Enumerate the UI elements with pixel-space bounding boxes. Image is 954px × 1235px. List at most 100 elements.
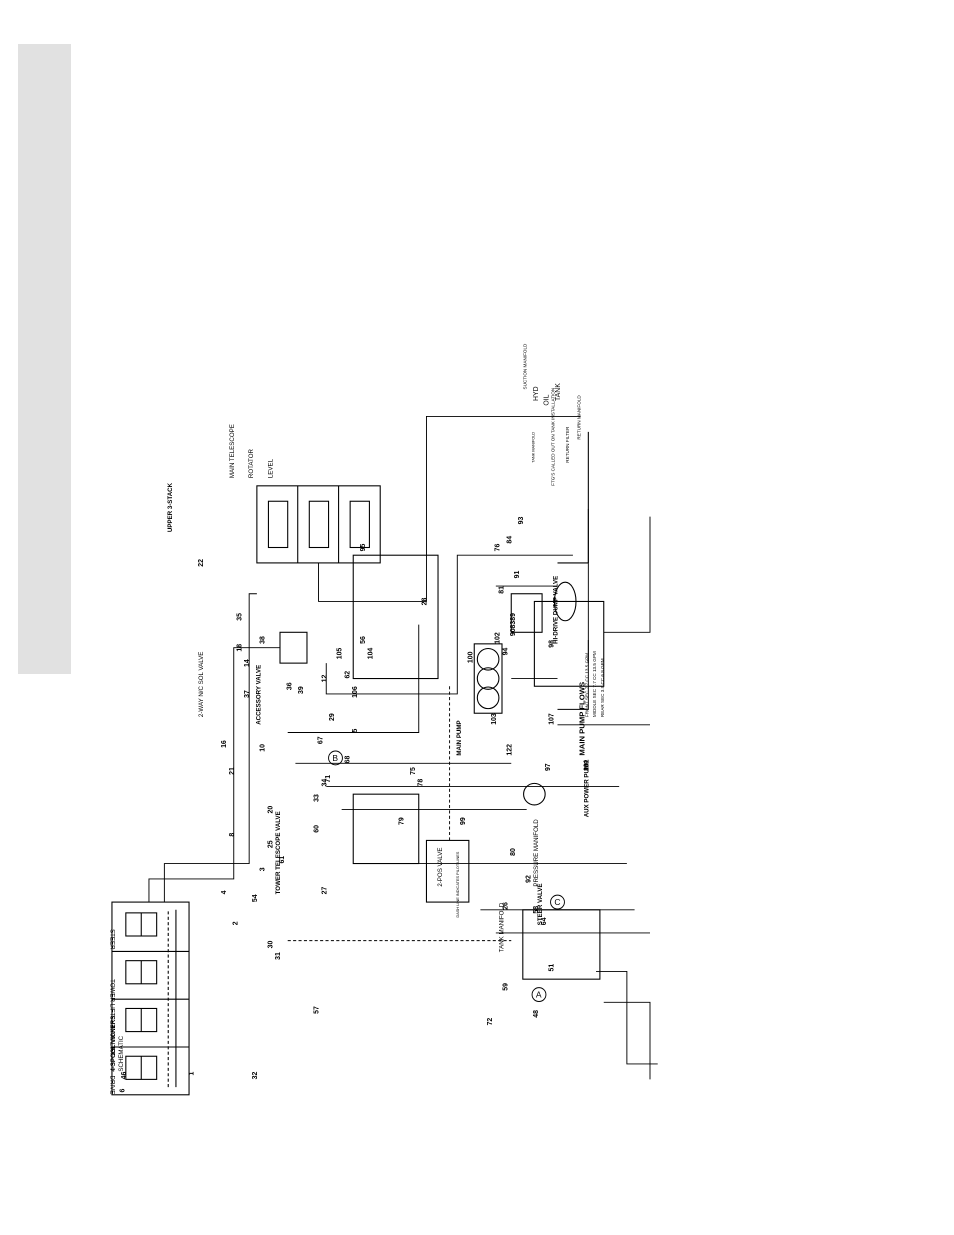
hydraulic-schematic: 4-SPOOL VICKERS SCHEMATIC DRIVE MAIN LIF…: [108, 343, 658, 1096]
two-way-valve-box: [279, 631, 308, 664]
label-main-pump-flows: MAIN PUMP FLOWS: [577, 682, 586, 756]
label-aux-power-pump: AUX POWER PUMP: [583, 760, 590, 817]
label-pressure-manifold: PRESSURE MANIFOLD: [533, 819, 540, 887]
accessory-valve-box: [352, 554, 439, 680]
line-number-100: 100: [468, 651, 475, 663]
label-flow-middle: MIDDLE SEC 7.7 CC 13.5 GPM: [592, 651, 597, 717]
line-number-18: 18: [236, 644, 243, 652]
aux-power-pump: [523, 782, 546, 806]
label-suction-manifold: SUCTION MANIFOLD: [523, 343, 528, 390]
label-circle-a: A: [536, 990, 542, 1000]
line-number-76: 76: [495, 544, 502, 552]
line-number-122: 122: [506, 744, 513, 756]
line-number-81: 81: [499, 586, 506, 594]
line-number-5: 5: [352, 729, 359, 733]
line-number-46: 46: [121, 1072, 128, 1080]
label-main-telescope: MAIN TELESCOPE: [229, 424, 236, 478]
line-number-28: 28: [421, 597, 428, 605]
rotated-drawing-frame: [111, 415, 658, 1096]
line-number-92: 92: [526, 875, 533, 883]
line-number-72: 72: [487, 1018, 494, 1026]
line-number-91: 91: [514, 570, 521, 578]
line-number-36: 36: [287, 682, 294, 690]
line-number-10: 10: [260, 744, 267, 752]
line-number-39: 39: [298, 686, 305, 694]
line-number-31: 31: [275, 952, 282, 960]
main-pump-group: [473, 643, 503, 714]
label-dash-line-note: DASH LINE INDICATES PILOT LINES: [456, 851, 460, 917]
upper-3-stack-valve: [256, 485, 381, 564]
line-number-8: 8: [229, 833, 236, 837]
label-section-main-lift: MAIN LIFT: [108, 1025, 115, 1055]
line-number-3: 3: [260, 867, 267, 871]
line-number-37: 37: [244, 690, 251, 698]
line-number-60: 60: [314, 825, 321, 833]
line-number-97: 97: [545, 763, 552, 771]
line-number-106: 106: [352, 686, 359, 698]
line-number-62: 62: [344, 671, 351, 679]
label-oil: OIL: [543, 394, 550, 405]
label-level: LEVEL: [267, 458, 274, 478]
line-number-54: 54: [252, 894, 259, 902]
line-number-83: 83: [510, 621, 517, 629]
label-two-way-valve: 2-WAY N/C SOL VALVE: [198, 652, 205, 717]
label-upper-3-stack: UPPER 3-STACK: [167, 482, 174, 532]
line-number-30: 30: [267, 940, 274, 948]
label-section-drive: DRIVE: [108, 1076, 115, 1095]
label-hyd: HYD: [533, 386, 540, 401]
label-section-tower-lift: TOWER LIFT: [108, 979, 115, 1016]
line-number-68: 68: [344, 755, 351, 763]
label-tank: TANK: [555, 383, 562, 401]
line-number-90: 90: [510, 628, 517, 636]
line-number-67: 67: [317, 736, 324, 744]
line-number-79: 79: [398, 817, 405, 825]
line-number-6: 6: [119, 1088, 126, 1092]
line-number-35: 35: [236, 613, 243, 621]
line-number-57: 57: [314, 1006, 321, 1014]
label-fitting-note: FTG'S CALLED OUT ON TANK INSTALLATION: [550, 388, 555, 486]
line-number-75: 75: [410, 767, 417, 775]
line-number-22: 22: [198, 559, 205, 567]
line-number-99: 99: [460, 817, 467, 825]
line-number-32: 32: [252, 1072, 259, 1080]
line-number-12: 12: [321, 675, 328, 683]
label-main-pump: MAIN PUMP: [456, 720, 463, 755]
label-two-pos-valve: 2-POS VALVE: [437, 848, 444, 887]
line-number-20: 20: [267, 806, 274, 814]
line-number-102: 102: [495, 632, 502, 644]
line-number-78: 78: [418, 779, 425, 787]
label-section-steer: STEER: [108, 929, 115, 950]
line-number-27: 27: [321, 887, 328, 895]
line-number-14: 14: [244, 659, 251, 667]
hydraulic-lines: [148, 415, 658, 1080]
label-flow-front: FRONT SEC 7.7 CC 13.5 GPM: [584, 653, 589, 717]
tower-telescope-valve-box: [352, 793, 420, 865]
hi-drive-dump-valve-box: [533, 600, 605, 687]
line-number-104: 104: [368, 648, 375, 660]
label-return-manifold: RETURN MANIFOLD: [577, 395, 582, 440]
line-number-84: 84: [506, 536, 513, 544]
line-number-103: 103: [491, 713, 498, 725]
label-hi-drive-dump-valve: HI-DRIVE DUMP VALVE: [553, 576, 560, 644]
page-edge-tab: [18, 44, 71, 674]
line-number-48: 48: [533, 1010, 540, 1018]
line-number-107: 107: [549, 713, 556, 725]
line-number-38: 38: [260, 636, 267, 644]
label-circle-b: B: [332, 753, 338, 763]
line-number-59: 59: [502, 983, 509, 991]
label-spool-vickers: 4-SPOOL VICKERS: [110, 1016, 117, 1072]
line-number-80: 80: [510, 848, 517, 856]
label-tower-telescope-valve: TOWER TELESCOPE VALVE: [275, 811, 282, 894]
two-pos-valve-box: [425, 839, 470, 903]
line-number-2: 2: [233, 921, 240, 925]
label-tank-note: TANK MANIFOLD: [531, 432, 535, 463]
line-number-101: 101: [583, 759, 590, 771]
line-number-21: 21: [229, 767, 236, 775]
line-number-51: 51: [549, 964, 556, 972]
line-number-95: 95: [360, 544, 367, 552]
line-number-61: 61: [279, 856, 286, 864]
line-number-26: 26: [502, 902, 509, 910]
line-number-105: 105: [337, 648, 344, 660]
label-spool-vickers-sub: SCHEMATIC: [118, 1035, 125, 1071]
